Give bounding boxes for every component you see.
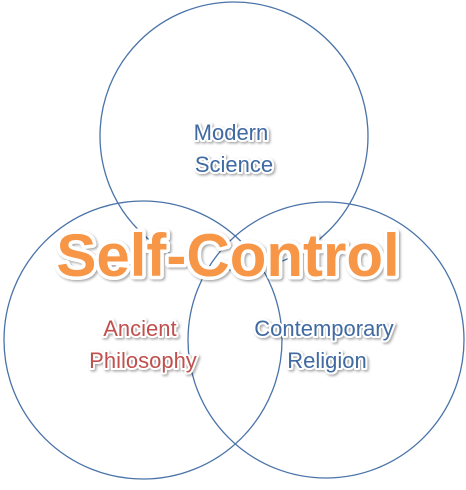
- modern-science-line-1: Modern: [194, 120, 269, 145]
- contemporary-religion-line-1: Contemporary: [254, 316, 393, 341]
- circle-contemporary-religion: [187, 201, 465, 479]
- circle-modern-science: [99, 1, 369, 271]
- contemporary-religion-label: Contemporary Religion: [254, 316, 400, 373]
- ancient-philosophy-line-2: Philosophy: [89, 348, 197, 373]
- modern-science-line-2: Science: [195, 152, 273, 177]
- center-label-self-control: Self-Control: [56, 222, 399, 289]
- modern-science-label: Modern Science: [194, 120, 275, 177]
- contemporary-religion-line-2: Religion: [287, 348, 367, 373]
- ancient-philosophy-label: Ancient Philosophy: [89, 316, 197, 373]
- ancient-philosophy-line-1: Ancient: [103, 316, 176, 341]
- circle-ancient-philosophy: [3, 200, 283, 480]
